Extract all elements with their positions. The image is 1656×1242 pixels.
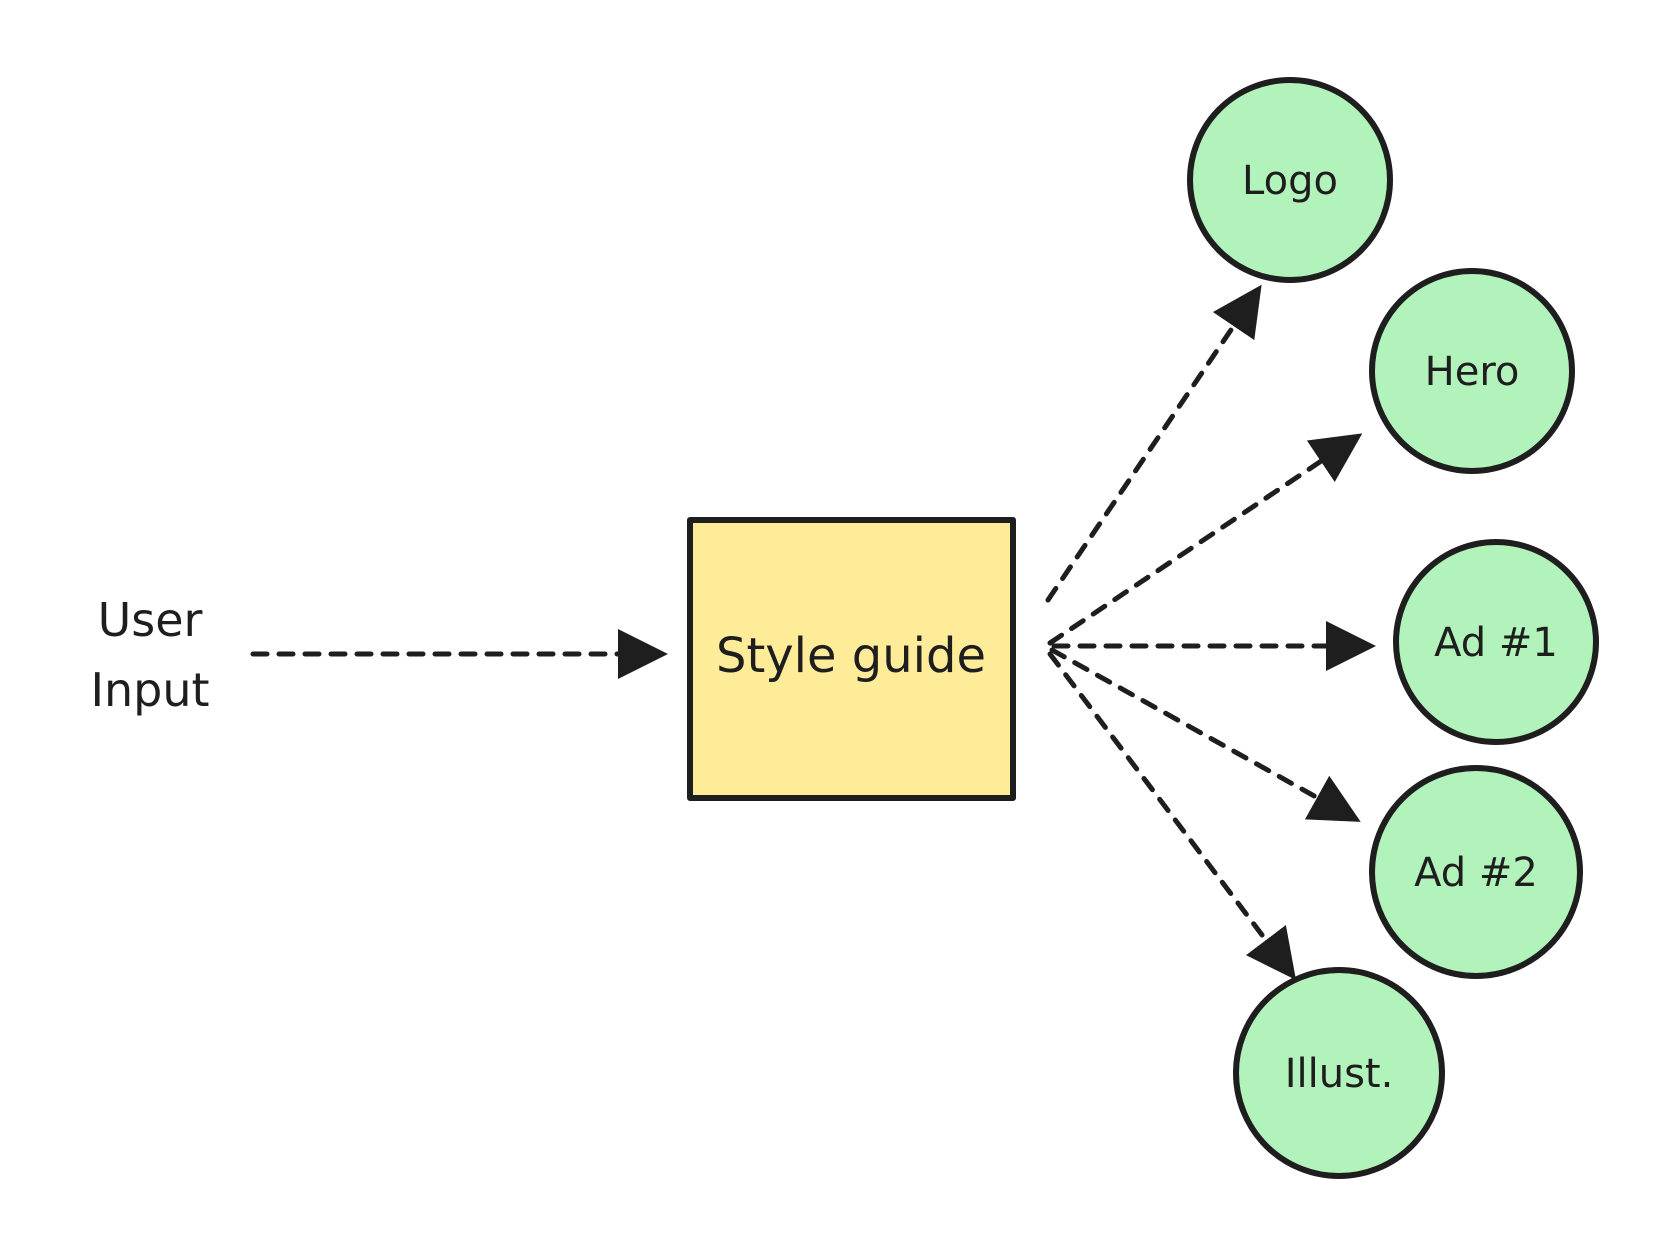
edge-style-guide-to-hero <box>1047 433 1363 646</box>
input-label-line-1: User <box>98 593 203 647</box>
output-node-ad-1-label: Ad #1 <box>1434 620 1558 666</box>
output-node-illust <box>1233 967 1445 1179</box>
edge-style-guide-to-ad-2 <box>1049 647 1361 822</box>
style-guide-box <box>687 517 1016 801</box>
style-guide-label: Style guide <box>716 628 986 684</box>
output-node-hero <box>1369 268 1575 474</box>
output-node-logo <box>1187 77 1393 283</box>
output-node-hero-label: Hero <box>1425 349 1520 395</box>
output-node-ad-2 <box>1369 765 1583 979</box>
edge-style-guide-to-logo <box>1045 284 1262 603</box>
output-node-ad-2-label: Ad #2 <box>1414 850 1538 896</box>
output-node-logo-label: Logo <box>1242 158 1338 204</box>
input-label-line-2: Input <box>90 663 209 717</box>
edge-style-guide-to-illust <box>1047 651 1297 980</box>
output-node-ad-1 <box>1393 539 1599 745</box>
output-node-illust-label: Illust. <box>1285 1051 1394 1097</box>
